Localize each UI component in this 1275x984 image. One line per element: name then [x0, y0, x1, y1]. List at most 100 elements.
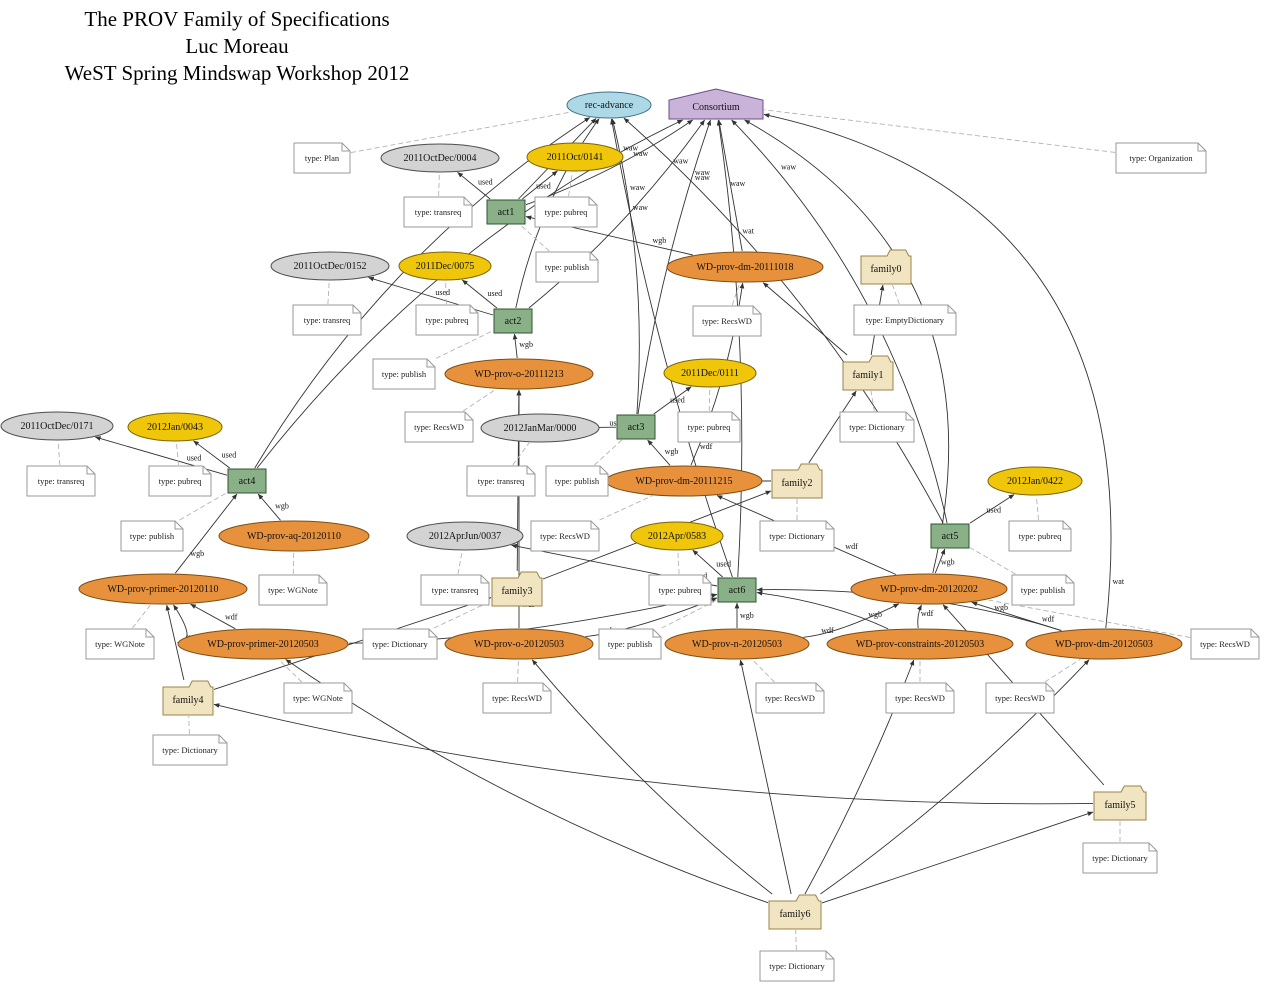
edge-family6-wd-prov-n-20120503: [739, 659, 792, 895]
entity-wd-prov-primer-20120503: WD-prov-primer-20120503: [177, 628, 349, 660]
collection-family4-shape: [162, 680, 214, 716]
edge-used-act2-2011dec-0075: [462, 279, 498, 309]
activity-act3-shape: [616, 414, 656, 440]
note-link-n10-act2: [435, 330, 494, 359]
edge-wgb-wd-prov-o-20111213-act2: [512, 333, 518, 359]
activity-act5-label: act5: [941, 530, 959, 542]
entity-2011dec-0075-label: 2011Dec/0075: [415, 260, 475, 272]
edge-label-waw-act2-consortium: waw: [673, 157, 688, 166]
edge-label-used-act4-2011octdec-0171: used: [187, 454, 202, 463]
activity-act2-label: act2: [504, 315, 522, 327]
note-n13-label: type: Dictionary: [849, 422, 905, 432]
collection-family0-shape: [860, 249, 912, 285]
entity-2012aprjun-0037-label: 2012AprJun/0037: [428, 530, 502, 542]
entity-2011oct-0141: 2011Oct/0141: [526, 142, 624, 172]
entity-wd-prov-n-20120503: WD-prov-n-20120503: [664, 628, 810, 660]
agent-consortium: Consortium: [668, 88, 764, 120]
collection-family5-shape: [1093, 785, 1147, 821]
entity-wd-prov-o-20120503-label: WD-prov-o-20120503: [474, 638, 564, 650]
edge-used-act4-2011octdec-0171: [94, 436, 228, 476]
note-n06-shape: [292, 304, 362, 336]
entity-2012aprjun-0037: 2012AprJun/0037: [406, 521, 524, 551]
note-link-n24-2012apr-0583: [677, 550, 680, 575]
collection-family1-shape: [842, 355, 894, 391]
edge-label-waw-act5-consortium: waw: [781, 163, 796, 172]
entity-wd-prov-o-20111213-label: WD-prov-o-20111213: [474, 368, 564, 380]
note-n31: type: RecsWD: [482, 682, 552, 714]
note-n35-label: type: Dictionary: [162, 745, 218, 755]
edge-label-wgb-wd-prov-o-20111213-act2: wgb: [519, 340, 533, 349]
entity-wd-prov-dm-20111018-shape: [666, 251, 824, 283]
edge-label-used-act4-2012jan-0043: used: [222, 451, 237, 460]
activity-act3: act3: [616, 414, 656, 440]
note-n20: type: Dictionary: [759, 520, 835, 552]
note-link-n08-wd-prov-dm-20111018: [731, 282, 741, 306]
collection-family0: family0: [860, 249, 912, 285]
collection-family1-label: family1: [852, 370, 884, 381]
activity-act4-shape: [227, 468, 267, 494]
note-n12-shape: [677, 411, 741, 443]
edge-wgb-wd-prov-aq-20120110-act4: [257, 493, 281, 521]
note-link-n01-rec-advance: [350, 111, 572, 154]
collection-family4: family4: [162, 680, 214, 716]
note-n24: type: pubreq: [648, 574, 712, 606]
note-n03-shape: [403, 196, 473, 228]
note-link-n27-family3: [433, 600, 492, 629]
edge-label-used-act5-2012jan-0422: used: [986, 505, 1001, 514]
edge-used-act1-2011oct-0141: [522, 170, 558, 200]
note-n05-label: type: publish: [544, 262, 590, 272]
diagram-title: The PROV Family of Specifications Luc Mo…: [8, 6, 466, 87]
note-link-n05-act1: [520, 224, 550, 252]
entity-wd-prov-primer-20120503-shape: [177, 628, 349, 660]
note-n27-label: type: Dictionary: [372, 639, 428, 649]
note-link-n23-2012aprjun-0037: [457, 550, 463, 575]
entity-2011dec-0075: 2011Dec/0075: [398, 251, 492, 281]
note-n37: type: Dictionary: [759, 950, 835, 982]
note-n04-shape: [534, 196, 598, 228]
entity-2012apr-0583: 2012Apr/0583: [630, 521, 724, 551]
note-n11: type: RecsWD: [404, 411, 474, 443]
note-n23-shape: [420, 574, 490, 606]
note-n36-shape: [1082, 842, 1158, 874]
edge-family6-wd-prov-o-20120503: [531, 659, 773, 895]
note-n23: type: transreq: [420, 574, 490, 606]
entity-wd-prov-dm-20111215-label: WD-prov-dm-20111215: [635, 475, 733, 487]
note-n34: type: RecsWD: [985, 682, 1055, 714]
note-n28-label: type: publish: [607, 639, 653, 649]
collection-family5-label: family5: [1104, 800, 1136, 811]
agent-consortium-label: Consortium: [692, 102, 740, 113]
note-n30-label: type: WGNote: [293, 693, 343, 703]
edge-family6-wd-prov-dm-20120503: [820, 659, 1090, 895]
entity-wd-prov-dm-20111215: WD-prov-dm-20111215: [605, 465, 763, 497]
note-n22-shape: [258, 574, 328, 606]
edge-wgb-wd-prov-primer-20120110-act4: [174, 493, 238, 574]
edge-label-wdf-wd-prov-n-20120503-wd-prov-dm-20120202: wdf: [821, 626, 834, 635]
note-n19-label: type: RecsWD: [540, 531, 590, 541]
edge-label-waw-act3-consortium: waw: [695, 168, 710, 177]
activity-act2: act2: [493, 308, 533, 334]
note-n12: type: pubreq: [677, 411, 741, 443]
note-n27: type: Dictionary: [362, 628, 438, 660]
entity-2011octdec-0152-label: 2011OctDec/0152: [293, 260, 367, 272]
note-n31-shape: [482, 682, 552, 714]
edge-label-wdf-wd-prov-dm-20120503-wd-prov-dm-20120202: wdf: [1042, 615, 1055, 624]
note-link-n29-wd-prov-dm-20120202: [987, 599, 1191, 638]
entity-wd-prov-n-20120503-shape: [664, 628, 810, 660]
collection-family1: family1: [842, 355, 894, 391]
activity-act1-label: act1: [497, 206, 515, 218]
edge-used-act1-2011octdec-0004: [457, 171, 491, 200]
activity-act1-shape: [486, 199, 526, 225]
note-link-n09-family0: [892, 284, 900, 305]
note-n16-shape: [466, 465, 536, 497]
edge-label-wgb-wd-prov-primer-20120110-act4: wgb: [190, 549, 204, 558]
activity-act4: act4: [227, 468, 267, 494]
edge-label-used-act6-2012apr-0583: used: [716, 560, 731, 569]
edge-label-wdf-wd-prov-primer-20120503-wd-prov-primer-20120110: wdf: [225, 612, 238, 621]
edge-label-waw-act5-rec-advance: waw: [695, 173, 710, 182]
note-n08-label: type: RecsWD: [702, 316, 752, 326]
note-n02-label: type: Organization: [1129, 153, 1193, 163]
note-n09-label: type: EmptyDictionary: [865, 315, 945, 325]
note-link-n06-2011octdec-0152: [327, 280, 330, 305]
entity-2012jan-0422-shape: [987, 466, 1083, 496]
edge-used-act4-2012jan-0043: [193, 440, 230, 469]
